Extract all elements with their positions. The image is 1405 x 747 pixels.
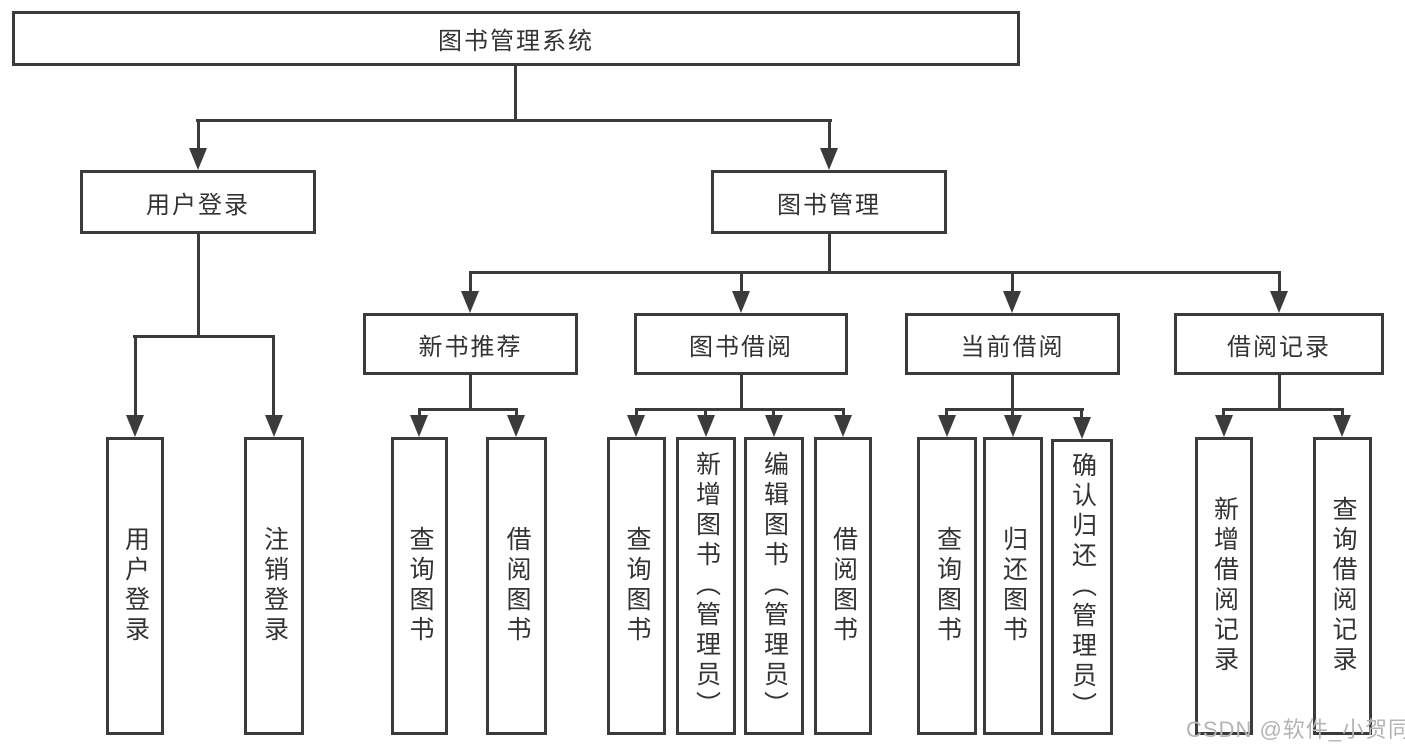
connector-line <box>945 408 948 416</box>
arrowhead-down <box>507 415 525 437</box>
arrowhead-down <box>697 415 715 437</box>
connector-line <box>196 119 832 122</box>
arrowhead-down <box>732 291 750 313</box>
arrowhead-down <box>1333 415 1351 437</box>
arrowhead-down <box>189 148 207 170</box>
connector-line <box>469 271 1281 274</box>
leaf-current-return: 归还图书 <box>983 437 1043 735</box>
arrowhead-down <box>1004 415 1022 437</box>
node-borrow-records: 借阅记录 <box>1174 313 1384 375</box>
connector-line <box>515 408 518 416</box>
connector-line <box>1222 408 1344 411</box>
connector-line <box>1011 271 1014 291</box>
connector-line <box>828 234 831 271</box>
node-user-login: 用户登录 <box>80 170 316 234</box>
arrowhead-down <box>265 415 283 437</box>
connector-line <box>514 64 517 119</box>
leaf-user-login: 用户登录 <box>106 437 164 735</box>
connector-line <box>1278 271 1281 291</box>
connector-line <box>418 408 421 416</box>
connector-line <box>740 271 743 291</box>
node-new-book-recommend: 新书推荐 <box>363 313 578 375</box>
leaf-borrow-query: 查询图书 <box>607 437 666 735</box>
connector-line <box>197 119 200 148</box>
node-current-borrow: 当前借阅 <box>905 313 1120 375</box>
leaf-current-query: 查询图书 <box>917 437 977 735</box>
connector-line <box>418 408 518 411</box>
connector-line <box>704 408 707 416</box>
leaf-records-add: 新增借阅记录 <box>1195 437 1253 735</box>
connector-line <box>828 119 831 148</box>
arrowhead-down <box>461 291 479 313</box>
arrowhead-down <box>627 415 645 437</box>
connector-line <box>197 234 200 335</box>
leaf-current-confirm-admin: 确认归还（管理员） <box>1051 439 1113 735</box>
connector-line <box>469 375 472 408</box>
connector-line <box>133 335 275 338</box>
arrowhead-down <box>765 415 783 437</box>
arrowhead-down <box>1215 415 1233 437</box>
connector-line <box>134 335 137 415</box>
connector-line <box>1341 408 1344 416</box>
leaf-newbook-query: 查询图书 <box>391 437 448 735</box>
connector-line <box>772 408 775 416</box>
leaf-records-query: 查询借阅记录 <box>1313 437 1372 735</box>
leaf-logout: 注销登录 <box>244 437 304 735</box>
arrowhead-down <box>1003 291 1021 313</box>
arrowhead-down <box>1073 417 1091 439</box>
arrowhead-down <box>834 415 852 437</box>
connector-line <box>1011 408 1014 416</box>
connector-line <box>1011 375 1014 408</box>
arrowhead-down <box>1270 291 1288 313</box>
csdn-watermark: CSDN @软件_小贺同学 <box>1186 717 1405 742</box>
node-book-borrow: 图书借阅 <box>634 313 848 375</box>
leaf-newbook-borrow: 借阅图书 <box>486 437 547 735</box>
arrowhead-down <box>820 148 838 170</box>
connector-line <box>1080 408 1083 418</box>
arrowhead-down <box>126 415 144 437</box>
connector-line <box>842 408 845 416</box>
connector-line <box>1222 408 1225 416</box>
leaf-borrow-borrow: 借阅图书 <box>814 437 872 735</box>
arrowhead-down <box>410 415 428 437</box>
connector-line <box>272 335 275 415</box>
connector-line <box>945 408 1084 411</box>
connector-line <box>635 408 845 411</box>
connector-line <box>469 271 472 291</box>
connector-line <box>635 408 638 416</box>
arrowhead-down <box>938 415 956 437</box>
node-book-management: 图书管理 <box>711 170 947 234</box>
connector-line <box>740 375 743 408</box>
leaf-borrow-edit-admin: 编辑图书（管理员） <box>744 437 804 735</box>
connector-line <box>1278 375 1281 408</box>
node-root: 图书管理系统 <box>12 11 1020 66</box>
leaf-borrow-add-admin: 新增图书（管理员） <box>676 437 736 735</box>
